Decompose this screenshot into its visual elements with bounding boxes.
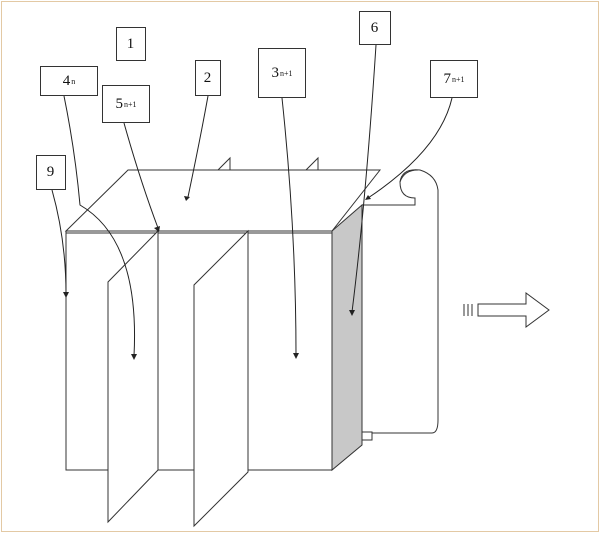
leader-6 xyxy=(351,44,377,313)
callout-3-number: 3 xyxy=(271,64,279,81)
box-top-face xyxy=(64,169,382,232)
callout-7-number: 7 xyxy=(443,70,451,87)
callout-6-number: 6 xyxy=(370,19,379,36)
leader-lines xyxy=(51,44,453,357)
callout-5-subscript: n+1 xyxy=(123,99,137,109)
leader-arrowheads xyxy=(63,195,371,360)
top-notch-1 xyxy=(217,156,231,171)
callout-9-number: 9 xyxy=(46,164,55,180)
base-tab xyxy=(361,431,373,441)
leader-9 xyxy=(51,189,67,295)
callout-2: 2 xyxy=(195,60,221,96)
callout-1: 1 xyxy=(116,27,146,61)
callout-5-number: 5 xyxy=(115,95,123,112)
top-notch-2 xyxy=(305,156,319,171)
callout-4-number: 4 xyxy=(62,72,71,89)
callout-9: 9 xyxy=(36,155,66,190)
leader-3 xyxy=(281,97,297,356)
leader-7 xyxy=(367,97,453,199)
panel-a xyxy=(107,229,159,524)
callout-3-subscript: n+1 xyxy=(279,68,293,78)
leader-5 xyxy=(123,122,159,229)
roll-curl xyxy=(399,169,419,183)
callout-6: 6 xyxy=(359,11,391,45)
leader-2 xyxy=(187,95,209,198)
box-side-face xyxy=(331,203,363,472)
rolled-sheet xyxy=(361,169,439,434)
callout-7-subscript: n+1 xyxy=(451,74,465,84)
callout-1-number: 1 xyxy=(126,35,135,52)
direction-arrow-icon xyxy=(463,292,550,328)
callout-2-number: 2 xyxy=(203,69,212,86)
leader-4 xyxy=(63,95,136,357)
callout-4-subscript: n xyxy=(71,76,76,86)
